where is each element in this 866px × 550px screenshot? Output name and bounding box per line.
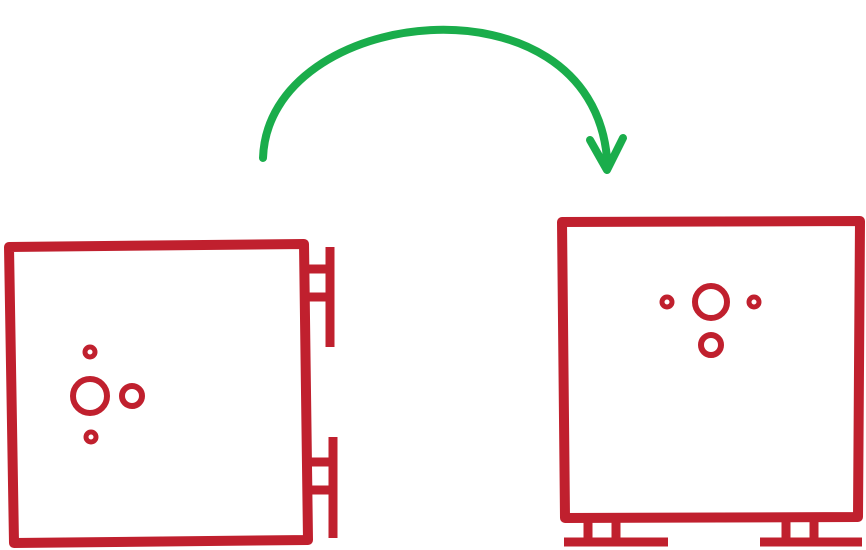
hole-pattern [662,286,759,355]
box-body [562,221,860,518]
box-upright-icon [562,221,862,542]
box-body [9,244,308,543]
curved-arrow-icon [263,30,623,170]
box-rotated-icon [9,244,333,543]
hole-pattern [73,347,142,442]
arrow-arc [263,30,607,158]
